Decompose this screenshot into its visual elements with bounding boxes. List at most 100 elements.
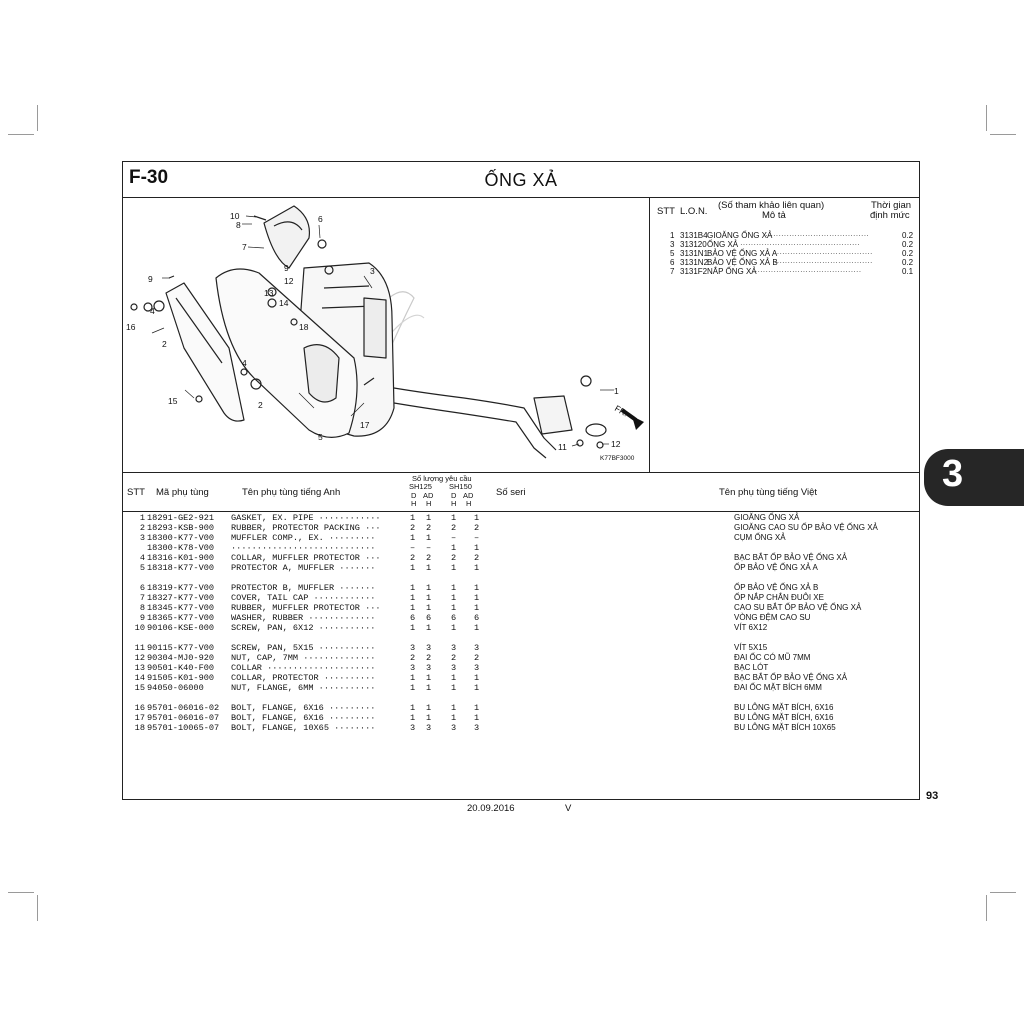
cell-q1: 1 (410, 533, 416, 543)
diagram-code: K77BF3000 (600, 455, 635, 462)
cell-stt: 15 (134, 683, 145, 693)
page-title: ỐNG XẢ (484, 170, 558, 190)
cell-q4: 1 (474, 513, 480, 523)
cell-stt: 3 (139, 533, 145, 543)
cell-stt: 17 (134, 713, 145, 723)
callout: 2 (258, 400, 263, 410)
cell-name-en: ···························· (231, 543, 376, 553)
callout: 4 (150, 306, 155, 316)
cell-name-vn: ĐAI ỐC CÓ MŨ 7MM (734, 653, 811, 662)
cell-q4: 1 (474, 603, 480, 613)
callout: 10 (230, 211, 240, 221)
cell-name-vn: CỤM ỐNG XẢ (734, 533, 786, 542)
cell-part-no: 90501-K40-F00 (147, 663, 215, 673)
cell-name-vn: VÍT 5X15 (734, 643, 768, 652)
cell-name-en: COLLAR ····················· (231, 663, 376, 673)
divider (123, 511, 919, 512)
cell-name-vn: BẠC LÓT (734, 663, 769, 672)
cell-q3: 2 (451, 553, 457, 563)
section-tab: 3 (924, 449, 1024, 506)
header-name-en: Tên phụ tùng tiếng Anh (242, 487, 341, 498)
cell-part-no: 18365-K77-V00 (147, 613, 215, 623)
cell-q4: 2 (474, 523, 480, 533)
section-number: 3 (942, 453, 964, 495)
callout: 7 (242, 242, 247, 252)
cell-q4: 1 (474, 563, 480, 573)
cell-q2: 1 (426, 623, 432, 633)
crop-mark (8, 134, 34, 135)
cell-name-vn: VÒNG ĐỆM CAO SU (734, 613, 811, 622)
ref-header-desc: Mô tả (762, 210, 786, 221)
cell-q2: 1 (426, 563, 432, 573)
crop-mark (37, 105, 38, 131)
cell-part-no: 95701-06016-07 (147, 713, 220, 723)
callout: 4 (242, 358, 247, 368)
cell-q2: 1 (426, 593, 432, 603)
cell-q1: 3 (410, 643, 416, 653)
cell-q2: 3 (426, 723, 432, 733)
cell-q3: 3 (451, 663, 457, 673)
cell-name-vn: GIOĂNG ỐNG XẢ (734, 513, 800, 522)
callout: 16 (126, 322, 136, 332)
cell-name-vn: ỐP BẢO VỆ ỐNG XẢ B (734, 583, 819, 592)
cell-q4: 1 (474, 623, 480, 633)
cell-q4: 2 (474, 553, 480, 563)
callout: 2 (162, 339, 167, 349)
cell-q3: 1 (451, 603, 457, 613)
ref-row: 1 3131B4 GIOĂNG ỐNG XẢ ·················… (670, 231, 914, 240)
cell-q2: 2 (426, 523, 432, 533)
callout: 15 (168, 396, 178, 406)
cell-q3: 1 (451, 583, 457, 593)
cell-name-vn: BU LÔNG MẶT BÍCH 10X65 (734, 723, 836, 732)
cell-part-no: 95701-06016-02 (147, 703, 220, 713)
cell-q1: 1 (410, 583, 416, 593)
cell-q4: 3 (474, 723, 480, 733)
callout: 6 (318, 214, 323, 224)
ref-header-ref: (Số tham khảo liên quan) (718, 200, 825, 211)
reference-table: STT L.O.N. (Số tham khảo liên quan) Mô t… (650, 199, 920, 472)
cell-stt: 12 (134, 653, 145, 663)
cell-q1: 1 (410, 623, 416, 633)
ref-row: 7 3131F2 NẮP ỐNG XẢ ····················… (670, 267, 914, 276)
cell-q3: 6 (451, 613, 457, 623)
cell-q2: 1 (426, 533, 432, 543)
cell-q3: 2 (451, 523, 457, 533)
callout: 9 (284, 263, 289, 273)
callout: 12 (611, 439, 621, 449)
cell-q3: 1 (451, 563, 457, 573)
divider (123, 197, 919, 198)
cell-q4: – (474, 533, 480, 543)
cell-q2: 1 (426, 583, 432, 593)
cell-q1: 3 (410, 663, 416, 673)
cell-q3: 1 (451, 593, 457, 603)
header-model-1: SH125 (409, 482, 432, 491)
cell-q2: 3 (426, 643, 432, 653)
cell-stt: 13 (134, 663, 145, 673)
header-serial: Số seri (496, 487, 526, 498)
cell-q4: 1 (474, 543, 480, 553)
cell-stt: 16 (134, 703, 145, 713)
header-part-no: Mã phụ tùng (156, 487, 209, 498)
cell-q1: 2 (410, 553, 416, 563)
cell-part-no: 18319-K77-V00 (147, 583, 215, 593)
cell-q4: 3 (474, 663, 480, 673)
cell-stt: 11 (134, 643, 145, 653)
cell-q3: 3 (451, 723, 457, 733)
cell-q4: 6 (474, 613, 480, 623)
cell-name-en: BOLT, FLANGE, 6X16 ········· (231, 713, 376, 723)
cell-stt: 5 (139, 563, 145, 573)
callout: 11 (558, 442, 567, 452)
cell-stt: 10 (134, 623, 145, 633)
cell-stt: 1 (139, 513, 145, 523)
